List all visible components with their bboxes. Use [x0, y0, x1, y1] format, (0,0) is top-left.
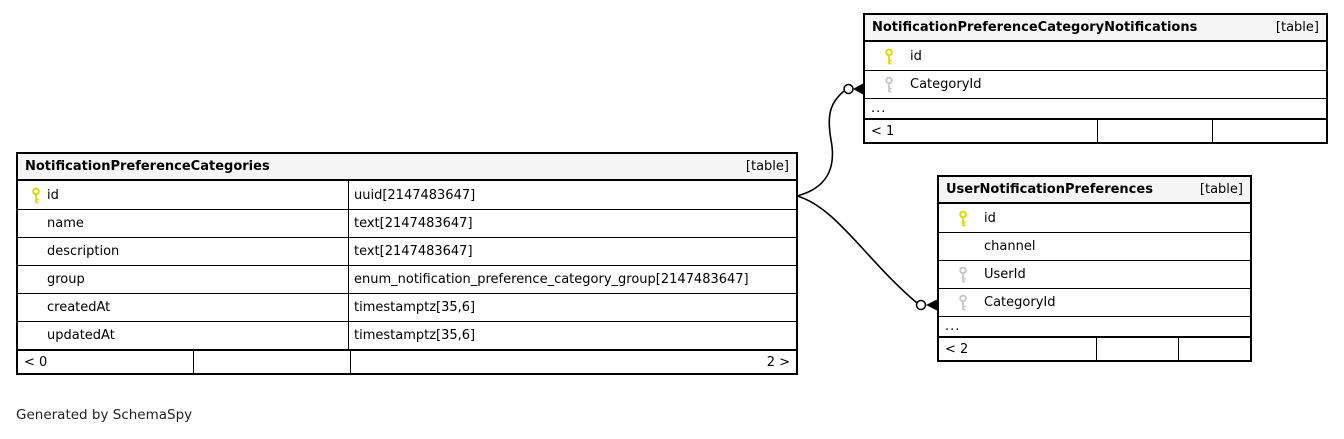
column-type: uuid[2147483647]	[348, 181, 796, 209]
footer-child-count	[1212, 120, 1326, 142]
column-name: UserId	[984, 267, 1026, 282]
relationship-edge-to-category-notifications	[796, 90, 845, 197]
foreign-key-icon	[959, 294, 967, 311]
column-row-createdat: createdAt timestamptz[35,6]	[18, 293, 796, 321]
column-name: description	[47, 244, 120, 259]
foreign-key-icon	[959, 266, 967, 283]
relationship-edge-to-user-preferences	[796, 195, 918, 304]
column-name: createdAt	[47, 300, 111, 315]
table-user-notification-preferences: UserNotificationPreferences [table] id c…	[937, 175, 1252, 362]
column-row-id: id uuid[2147483647]	[18, 181, 796, 209]
footer-parent-count: < 0	[24, 354, 48, 370]
column-row-categoryid: CategoryId	[939, 288, 1250, 316]
column-name: updatedAt	[47, 328, 115, 343]
arrowhead-icon	[926, 299, 937, 311]
column-type: timestamptz[35,6]	[348, 322, 796, 349]
table-footer: < 0 2 >	[18, 349, 796, 373]
primary-key-icon	[959, 210, 967, 226]
table-type-badge: [table]	[1275, 20, 1319, 35]
table-type-badge: [table]	[745, 159, 789, 174]
footer-spacer-cell	[193, 351, 350, 373]
footer-parent-count: < 1	[871, 123, 895, 139]
table-header: NotificationPreferenceCategories [table]	[18, 154, 796, 181]
column-row-id: id	[939, 204, 1250, 232]
footer-child-count	[1178, 338, 1250, 360]
table-title: UserNotificationPreferences	[946, 182, 1153, 197]
column-row-userid: UserId	[939, 260, 1250, 288]
column-row-updatedat: updatedAt timestamptz[35,6]	[18, 321, 796, 349]
table-title: NotificationPreferenceCategoryNotificati…	[872, 20, 1198, 35]
column-type: enum_notification_preference_category_gr…	[348, 266, 796, 293]
column-name: channel	[984, 239, 1036, 254]
arrowhead-icon	[853, 83, 863, 95]
column-name: CategoryId	[984, 295, 1056, 310]
foreign-key-icon	[885, 76, 893, 93]
footer-child-count: 2 >	[350, 351, 796, 373]
column-name: id	[47, 187, 59, 203]
table-footer: < 2	[939, 336, 1250, 360]
table-header: UserNotificationPreferences [table]	[939, 177, 1250, 204]
table-notification-preference-category-notifications: NotificationPreferenceCategoryNotificati…	[863, 13, 1328, 144]
column-name: name	[47, 216, 84, 231]
primary-key-icon	[885, 48, 893, 64]
footer-spacer-cell	[1097, 120, 1212, 142]
column-type: text[2147483647]	[348, 210, 796, 237]
table-notification-preference-categories: NotificationPreferenceCategories [table]…	[16, 152, 798, 375]
column-row-id: id	[865, 42, 1326, 70]
column-row-channel: channel	[939, 232, 1250, 260]
column-row-name: name text[2147483647]	[18, 209, 796, 237]
cardinality-dot-icon	[843, 83, 854, 95]
column-name: CategoryId	[910, 77, 982, 92]
table-type-badge: [table]	[1199, 182, 1243, 197]
table-header: NotificationPreferenceCategoryNotificati…	[865, 15, 1326, 42]
column-name: id	[910, 48, 922, 64]
footer-parent-count: < 2	[945, 341, 969, 357]
cardinality-dot-icon	[915, 299, 927, 311]
primary-key-icon	[32, 187, 40, 203]
generator-note: Generated by SchemaSpy	[16, 407, 193, 423]
hidden-columns-ellipsis: ...	[939, 316, 1250, 336]
hidden-columns-ellipsis: ...	[865, 98, 1326, 118]
column-type: timestamptz[35,6]	[348, 294, 796, 321]
column-row-description: description text[2147483647]	[18, 237, 796, 265]
column-row-group: group enum_notification_preference_categ…	[18, 265, 796, 293]
column-name: group	[47, 272, 85, 287]
footer-spacer-cell	[1096, 338, 1178, 360]
column-name: id	[984, 210, 996, 226]
column-type: text[2147483647]	[348, 238, 796, 265]
column-row-categoryid: CategoryId	[865, 70, 1326, 98]
table-footer: < 1	[865, 118, 1326, 142]
table-title: NotificationPreferenceCategories	[25, 159, 270, 174]
